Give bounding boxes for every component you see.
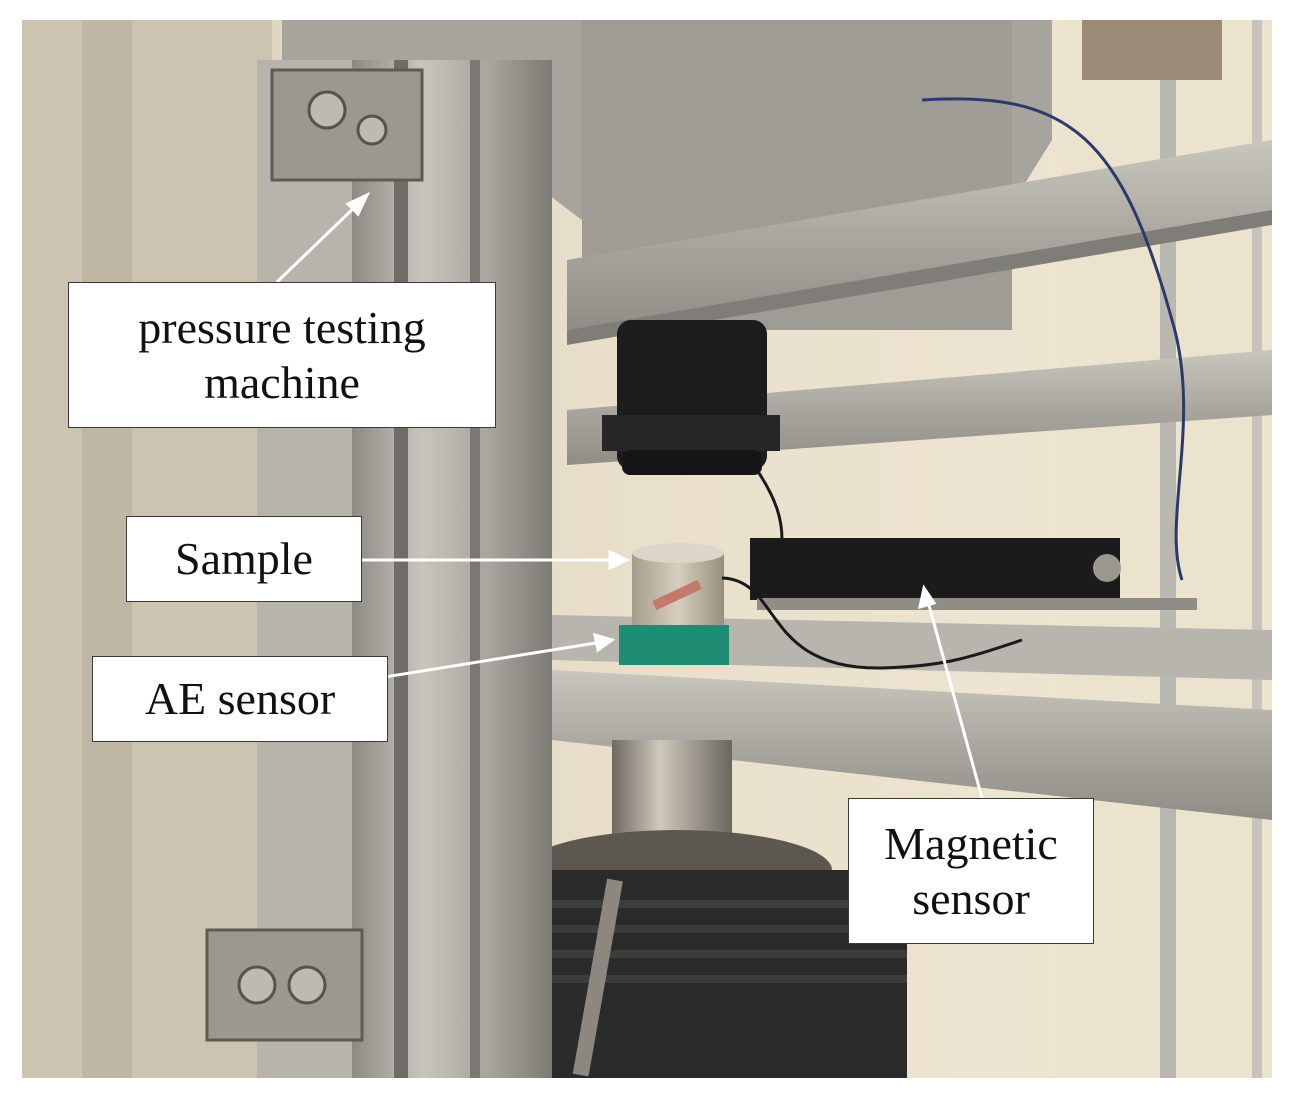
sample-label: Sample xyxy=(126,516,362,602)
upper-bracket xyxy=(270,68,424,182)
lab-photo xyxy=(22,20,1272,1078)
ae-sensor-tape xyxy=(619,625,729,665)
pressure-testing-machine-text: pressure testing machine xyxy=(138,301,426,408)
frame-post xyxy=(352,60,552,1078)
ae-sensor-label: AE sensor xyxy=(92,656,388,742)
ae-sensor-text: AE sensor xyxy=(144,673,336,725)
magnetic-sensor-label: Magnetic sensor xyxy=(848,798,1094,944)
pressure-testing-machine-label: pressure testing machine xyxy=(68,282,496,428)
lower-bracket xyxy=(205,928,364,1042)
lower-beam xyxy=(552,615,1272,680)
callout-arrows xyxy=(275,191,984,799)
photo-frame: pressure testing machine Sample AE senso… xyxy=(22,20,1272,1078)
magnetic-sensor-body xyxy=(750,538,1120,600)
magnetic-sensor-text: Magnetic sensor xyxy=(884,817,1058,924)
bottom-beam xyxy=(552,670,1272,820)
sample-text: Sample xyxy=(175,533,313,585)
sensor-cable xyxy=(721,576,1023,670)
shelf-pole xyxy=(1160,80,1176,1078)
upper-beam xyxy=(567,140,1272,330)
